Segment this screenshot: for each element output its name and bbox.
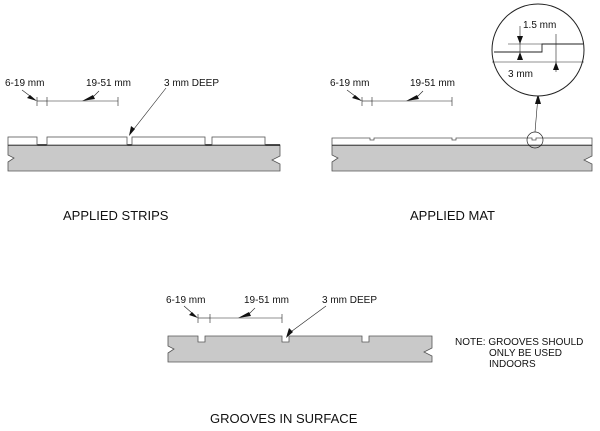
note-block: NOTE: GROOVES SHOULD ONLY BE USED INDOOR…	[455, 337, 583, 370]
grooves-caption: GROOVES IN SURFACE	[210, 411, 358, 426]
mat-gap-leader	[346, 89, 356, 97]
mat-layer	[331, 137, 593, 146]
strip-3	[131, 136, 206, 146]
mat-dim-width-label: 19-51 mm	[410, 78, 455, 89]
mat-width-arrow	[406, 95, 419, 101]
strips-width-arrow	[82, 95, 95, 101]
note-line-1: NOTE: GROOVES SHOULD	[455, 337, 583, 348]
grooves-substrate	[167, 335, 433, 363]
mat-substrate	[331, 144, 593, 172]
detail-bottom-label: 3 mm	[508, 69, 533, 80]
detail-arrow-top	[517, 36, 523, 44]
strip-2	[46, 136, 128, 146]
strips-dim-width-label: 19-51 mm	[86, 78, 131, 89]
strip-4	[211, 136, 266, 146]
detail-arrow-bottom	[553, 62, 559, 70]
applied-strips-panel: 6-19 mm 19-51 mm 3 mm DEEP APPLIED STRIP…	[5, 78, 281, 223]
grooves-dim-gap-label: 6-19 mm	[166, 295, 205, 306]
grooves-depth-arrow	[286, 328, 293, 338]
note-line-2: ONLY BE USED	[489, 348, 562, 359]
grooves-panel: 6-19 mm 19-51 mm 3 mm DEEP GROOVES IN SU…	[166, 295, 433, 426]
strips-gap-arrow	[27, 95, 37, 101]
mat-detail-connector-arrow	[535, 94, 541, 104]
mat-dim-gap-label: 6-19 mm	[330, 78, 369, 89]
strips-width-leader	[92, 90, 100, 98]
detail-mat-profile	[494, 43, 583, 53]
detail-top-label: 1.5 mm	[523, 20, 556, 31]
detail-arrow-top-2	[517, 52, 523, 60]
grooves-dim-width-label: 19-51 mm	[244, 295, 289, 306]
strip-1	[7, 136, 38, 146]
grooves-dim-depth-label: 3 mm DEEP	[322, 295, 377, 306]
grooves-depth-leader	[287, 305, 327, 335]
grooves-width-leader	[248, 307, 256, 315]
mat-width-leader	[416, 90, 424, 98]
mat-gap-arrow	[352, 95, 362, 101]
strips-depth-leader	[129, 87, 167, 135]
grooves-gap-arrow	[189, 312, 198, 318]
applied-mat-panel: 6-19 mm 19-51 mm 1.5 mm 3 mm APPLIED MAT	[330, 3, 593, 223]
grooves-width-arrow	[238, 312, 251, 318]
mat-caption: APPLIED MAT	[410, 208, 495, 223]
strips-caption: APPLIED STRIPS	[63, 208, 169, 223]
note-line-3: INDOORS	[489, 359, 536, 370]
strips-depth-arrow	[129, 126, 135, 136]
grooves-gap-leader	[183, 305, 193, 314]
strips-dim-gap-label: 6-19 mm	[5, 78, 44, 89]
mat-detail-circle	[491, 3, 585, 97]
strips-gap-leader	[21, 89, 31, 97]
strips-substrate	[7, 144, 281, 172]
strips-dim-depth-label: 3 mm DEEP	[164, 78, 219, 89]
